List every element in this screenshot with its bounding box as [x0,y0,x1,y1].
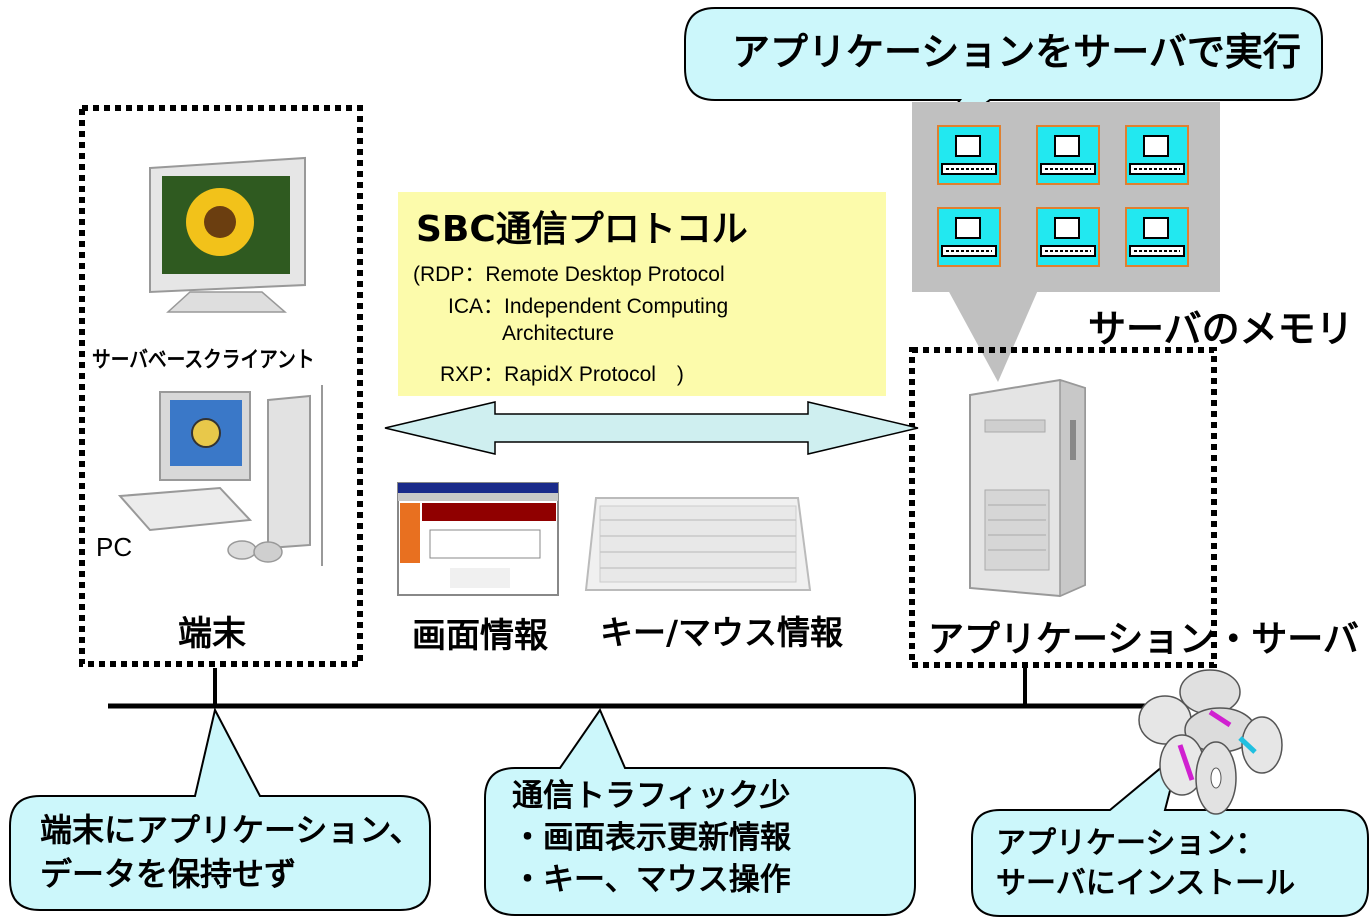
traffic-note-line-2: ・画面表示更新情報 [512,820,791,856]
keymouse-info-label: キー/マウス情報 [600,613,844,652]
traffic-note-line-3: ・キー、マウス操作 [512,862,791,898]
server-caption: アプリケーション・サーバ [928,619,1359,660]
protocol-line-ica: ICA：Independent Computing [448,295,729,318]
pc-tile-icon [937,207,1001,267]
install-note-callout [971,749,1369,917]
communication-arrow [384,401,919,455]
pc-tile-icon [1036,125,1100,185]
server-tower-image [969,378,1086,598]
network-line [108,668,1180,709]
protocol-line-architecture: Architecture [502,322,615,345]
terminal-group-box [79,105,363,667]
terminal-note-callout [9,707,431,911]
pc-label: PC [96,532,133,562]
traffic-note-callout [484,707,916,916]
protocol-box [398,192,886,396]
protocol-line-rxp: RXP：RapidX Protocol ) [440,363,684,386]
keyboard-image [584,497,812,591]
sbc-client-monitor-image [149,156,306,313]
protocol-title: SBC通信プロトコル [416,209,748,250]
protocol-line-rdp: (RDP：Remote Desktop Protocol [413,263,725,286]
terminal-note-line-1: 端末にアプリケーション、 [40,811,422,849]
cd-stack-image [1138,669,1283,815]
traffic-note-line-1: 通信トラフィック少 [512,778,791,814]
pc-tile-icon [937,125,1001,185]
install-note-line-2: サーバにインストール [996,866,1296,901]
screen-info-image [397,482,559,596]
terminal-note-line-2: データを保持せず [40,855,297,893]
pc-tile-icon [1125,207,1189,267]
sbc-client-label: サーバベースクライアント [92,348,315,373]
screen-info-label: 画面情報 [412,616,548,656]
terminal-caption: 端末 [178,614,246,654]
server-exec-callout-text: アプリケーションをサーバで実行 [732,30,1301,74]
pc-image [117,385,323,566]
install-note-line-1: アプリケーション： [996,826,1266,861]
pc-tile-icon [1125,125,1189,185]
server-memory-label: サーバのメモリ [1088,307,1354,351]
memory-pc-tiles [937,125,1189,267]
pc-tile-icon [1036,207,1100,267]
